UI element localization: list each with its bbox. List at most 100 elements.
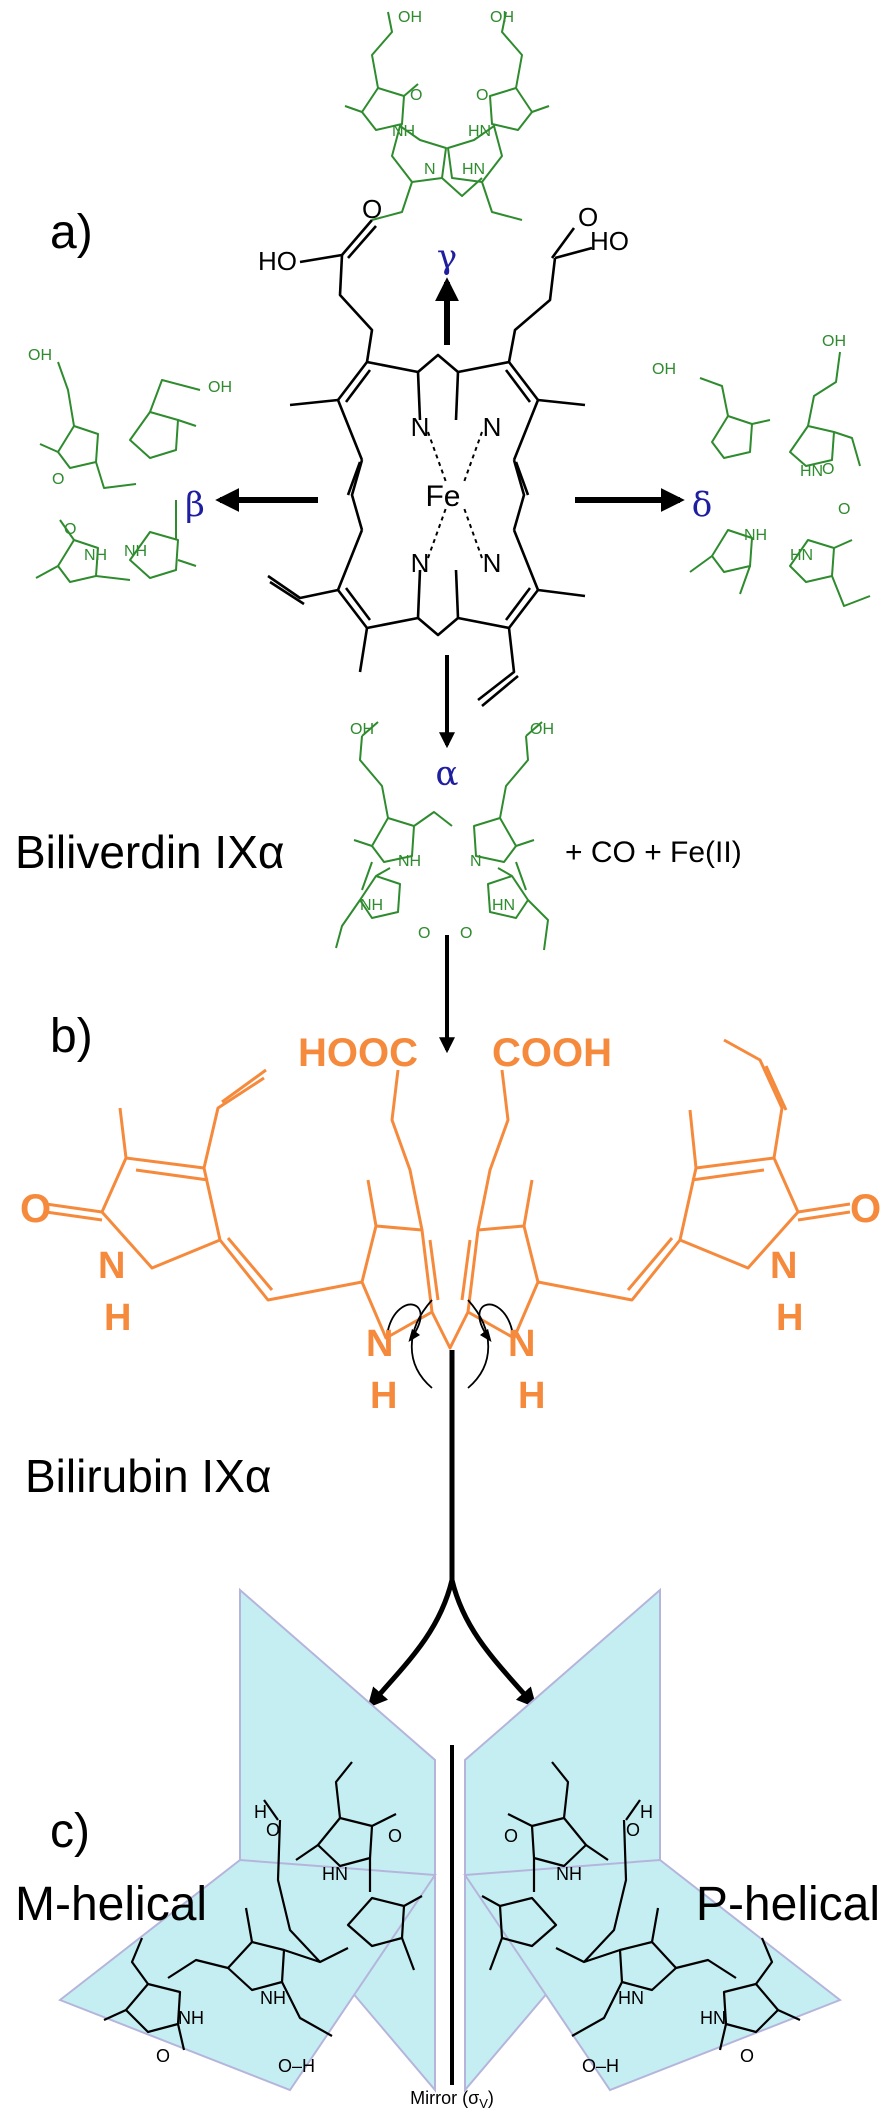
- biliverdin-gamma-isomer: [344, 11, 550, 221]
- bifurcation-arrow: [367, 1350, 537, 1708]
- heme-acid-left: HO: [258, 246, 297, 276]
- m-helical-molecule: [103, 1761, 423, 2051]
- heme-acid-right: HO: [590, 226, 629, 256]
- nh-label: NH: [398, 853, 421, 870]
- p-helical-label: P-helical: [696, 1878, 880, 1931]
- mirror-label: Mirror (σV): [410, 2088, 494, 2111]
- oxo-label: O: [822, 461, 834, 478]
- nh-label: NH: [392, 123, 415, 140]
- acid-label: OH: [398, 9, 422, 26]
- p-o-h-label: O–H: [582, 2056, 619, 2076]
- panel-label-a: a): [50, 206, 93, 259]
- oxo-label: O: [476, 87, 488, 104]
- biliverdin-alpha-isomer: [335, 721, 549, 951]
- m-nh-label: NH: [260, 1988, 286, 2008]
- acid-label: OH: [822, 333, 846, 350]
- hydroxyl-h: H: [254, 1802, 267, 1822]
- beta-site-label: β: [185, 485, 205, 525]
- acid-label: OH: [28, 347, 52, 364]
- p-helix-planes: [463, 1587, 843, 2093]
- acid-label: OH: [652, 361, 676, 378]
- panel-label-c: c): [50, 1805, 90, 1858]
- cleavage-arrows: [215, 277, 685, 1054]
- nh-label: NH: [124, 543, 147, 560]
- heme-n-label: N: [483, 412, 502, 442]
- nh-label: NH: [84, 547, 107, 564]
- bilirubin-h: H: [104, 1297, 131, 1339]
- hn-label: HN: [800, 463, 823, 480]
- heme-molecule: [267, 219, 593, 707]
- hn-label: HN: [468, 123, 491, 140]
- heme-n-label: N: [483, 548, 502, 578]
- panel-label-b: b): [50, 1010, 93, 1063]
- bilirubin-h: H: [518, 1375, 545, 1417]
- p-hn-label: HN: [700, 2008, 726, 2028]
- oxo-label: O: [504, 1826, 518, 1846]
- biliverdin-beta-labels: OH OH O O NH NH: [28, 347, 232, 564]
- bilirubin-oxo-right: O: [850, 1187, 881, 1231]
- bilirubin-n: N: [508, 1323, 535, 1365]
- biliverdin-alpha-labels: OH OH NH N NH HN O O: [350, 721, 554, 942]
- acid-label: OH: [530, 721, 554, 738]
- m-helical-labels: H O HN O NH NH O O–H: [156, 1802, 402, 2076]
- bilirubin-name: Bilirubin IXα: [25, 1450, 271, 1502]
- m-hn-label: HN: [322, 1864, 348, 1884]
- hydroxyl-h: H: [640, 1802, 653, 1822]
- hn-label: HN: [492, 897, 515, 914]
- n-label: N: [424, 161, 436, 178]
- oxo-label: O: [388, 1826, 402, 1846]
- gamma-site-label: γ: [437, 237, 457, 277]
- acid-label: OH: [208, 379, 232, 396]
- hn-label: HN: [790, 547, 813, 564]
- p-hn-label: HN: [618, 1988, 644, 2008]
- n-label: N: [470, 853, 482, 870]
- nh-label: NH: [360, 897, 383, 914]
- bilirubin-molecule: [45, 1038, 851, 1350]
- rotation-arrows: [387, 1299, 513, 1389]
- hn-label: HN: [462, 161, 485, 178]
- oxo-label: O: [838, 501, 850, 518]
- heme-n-label: N: [411, 548, 430, 578]
- biliverdin-gamma-labels: OH OH O O NH HN N HN: [392, 9, 514, 178]
- bilirubin-h: H: [776, 1297, 803, 1339]
- oxo-label: O: [156, 2046, 170, 2066]
- bilirubin-n: N: [98, 1245, 125, 1287]
- heme-labels: Fe N N N N HO O HO O: [258, 194, 629, 578]
- delta-site-label: δ: [692, 485, 712, 525]
- biliverdin-delta-labels: OH OH O O NH HN HN: [652, 333, 850, 564]
- oxo-label: O: [460, 925, 472, 942]
- acid-label: OH: [350, 721, 374, 738]
- hydroxyl-o: O: [626, 1820, 640, 1840]
- bilirubin-acid-left: HOOC: [298, 1031, 418, 1075]
- bilirubin-acid-right: COOH: [492, 1031, 612, 1075]
- p-helical-molecule: [481, 1761, 801, 2051]
- heme-carbonyl-label: O: [578, 202, 598, 232]
- iron-label: Fe: [425, 480, 460, 513]
- nh-label: NH: [744, 527, 767, 544]
- oxo-label: O: [740, 2046, 754, 2066]
- biliverdin-name: Biliverdin IXα: [15, 826, 284, 878]
- bilirubin-oxo-left: O: [20, 1187, 51, 1231]
- alpha-site-label: α: [436, 754, 459, 794]
- byproducts-label: + CO + Fe(II): [565, 836, 742, 869]
- heme-carbonyl-label: O: [362, 194, 382, 224]
- m-helix-planes: [57, 1587, 437, 2093]
- bilirubin-h: H: [370, 1375, 397, 1417]
- acid-label: OH: [490, 9, 514, 26]
- p-nh-label: NH: [556, 1864, 582, 1884]
- oxo-label: O: [410, 87, 422, 104]
- heme-n-label: N: [411, 412, 430, 442]
- m-nh-label: NH: [178, 2008, 204, 2028]
- m-helical-label: M-helical: [15, 1878, 207, 1931]
- biliverdin-beta-isomer: [35, 361, 201, 583]
- oxo-label: O: [52, 471, 64, 488]
- bilirubin-n: N: [366, 1323, 393, 1365]
- bilirubin-labels: HOOC COOH O O N H N H N H N H: [20, 1031, 881, 1417]
- oxo-label: O: [418, 925, 430, 942]
- m-o-h-label: O–H: [278, 2056, 315, 2076]
- p-helical-labels: H O NH O HN HN O O–H: [504, 1802, 754, 2076]
- hydroxyl-o: O: [266, 1820, 280, 1840]
- biliverdin-delta-isomer: [689, 351, 871, 607]
